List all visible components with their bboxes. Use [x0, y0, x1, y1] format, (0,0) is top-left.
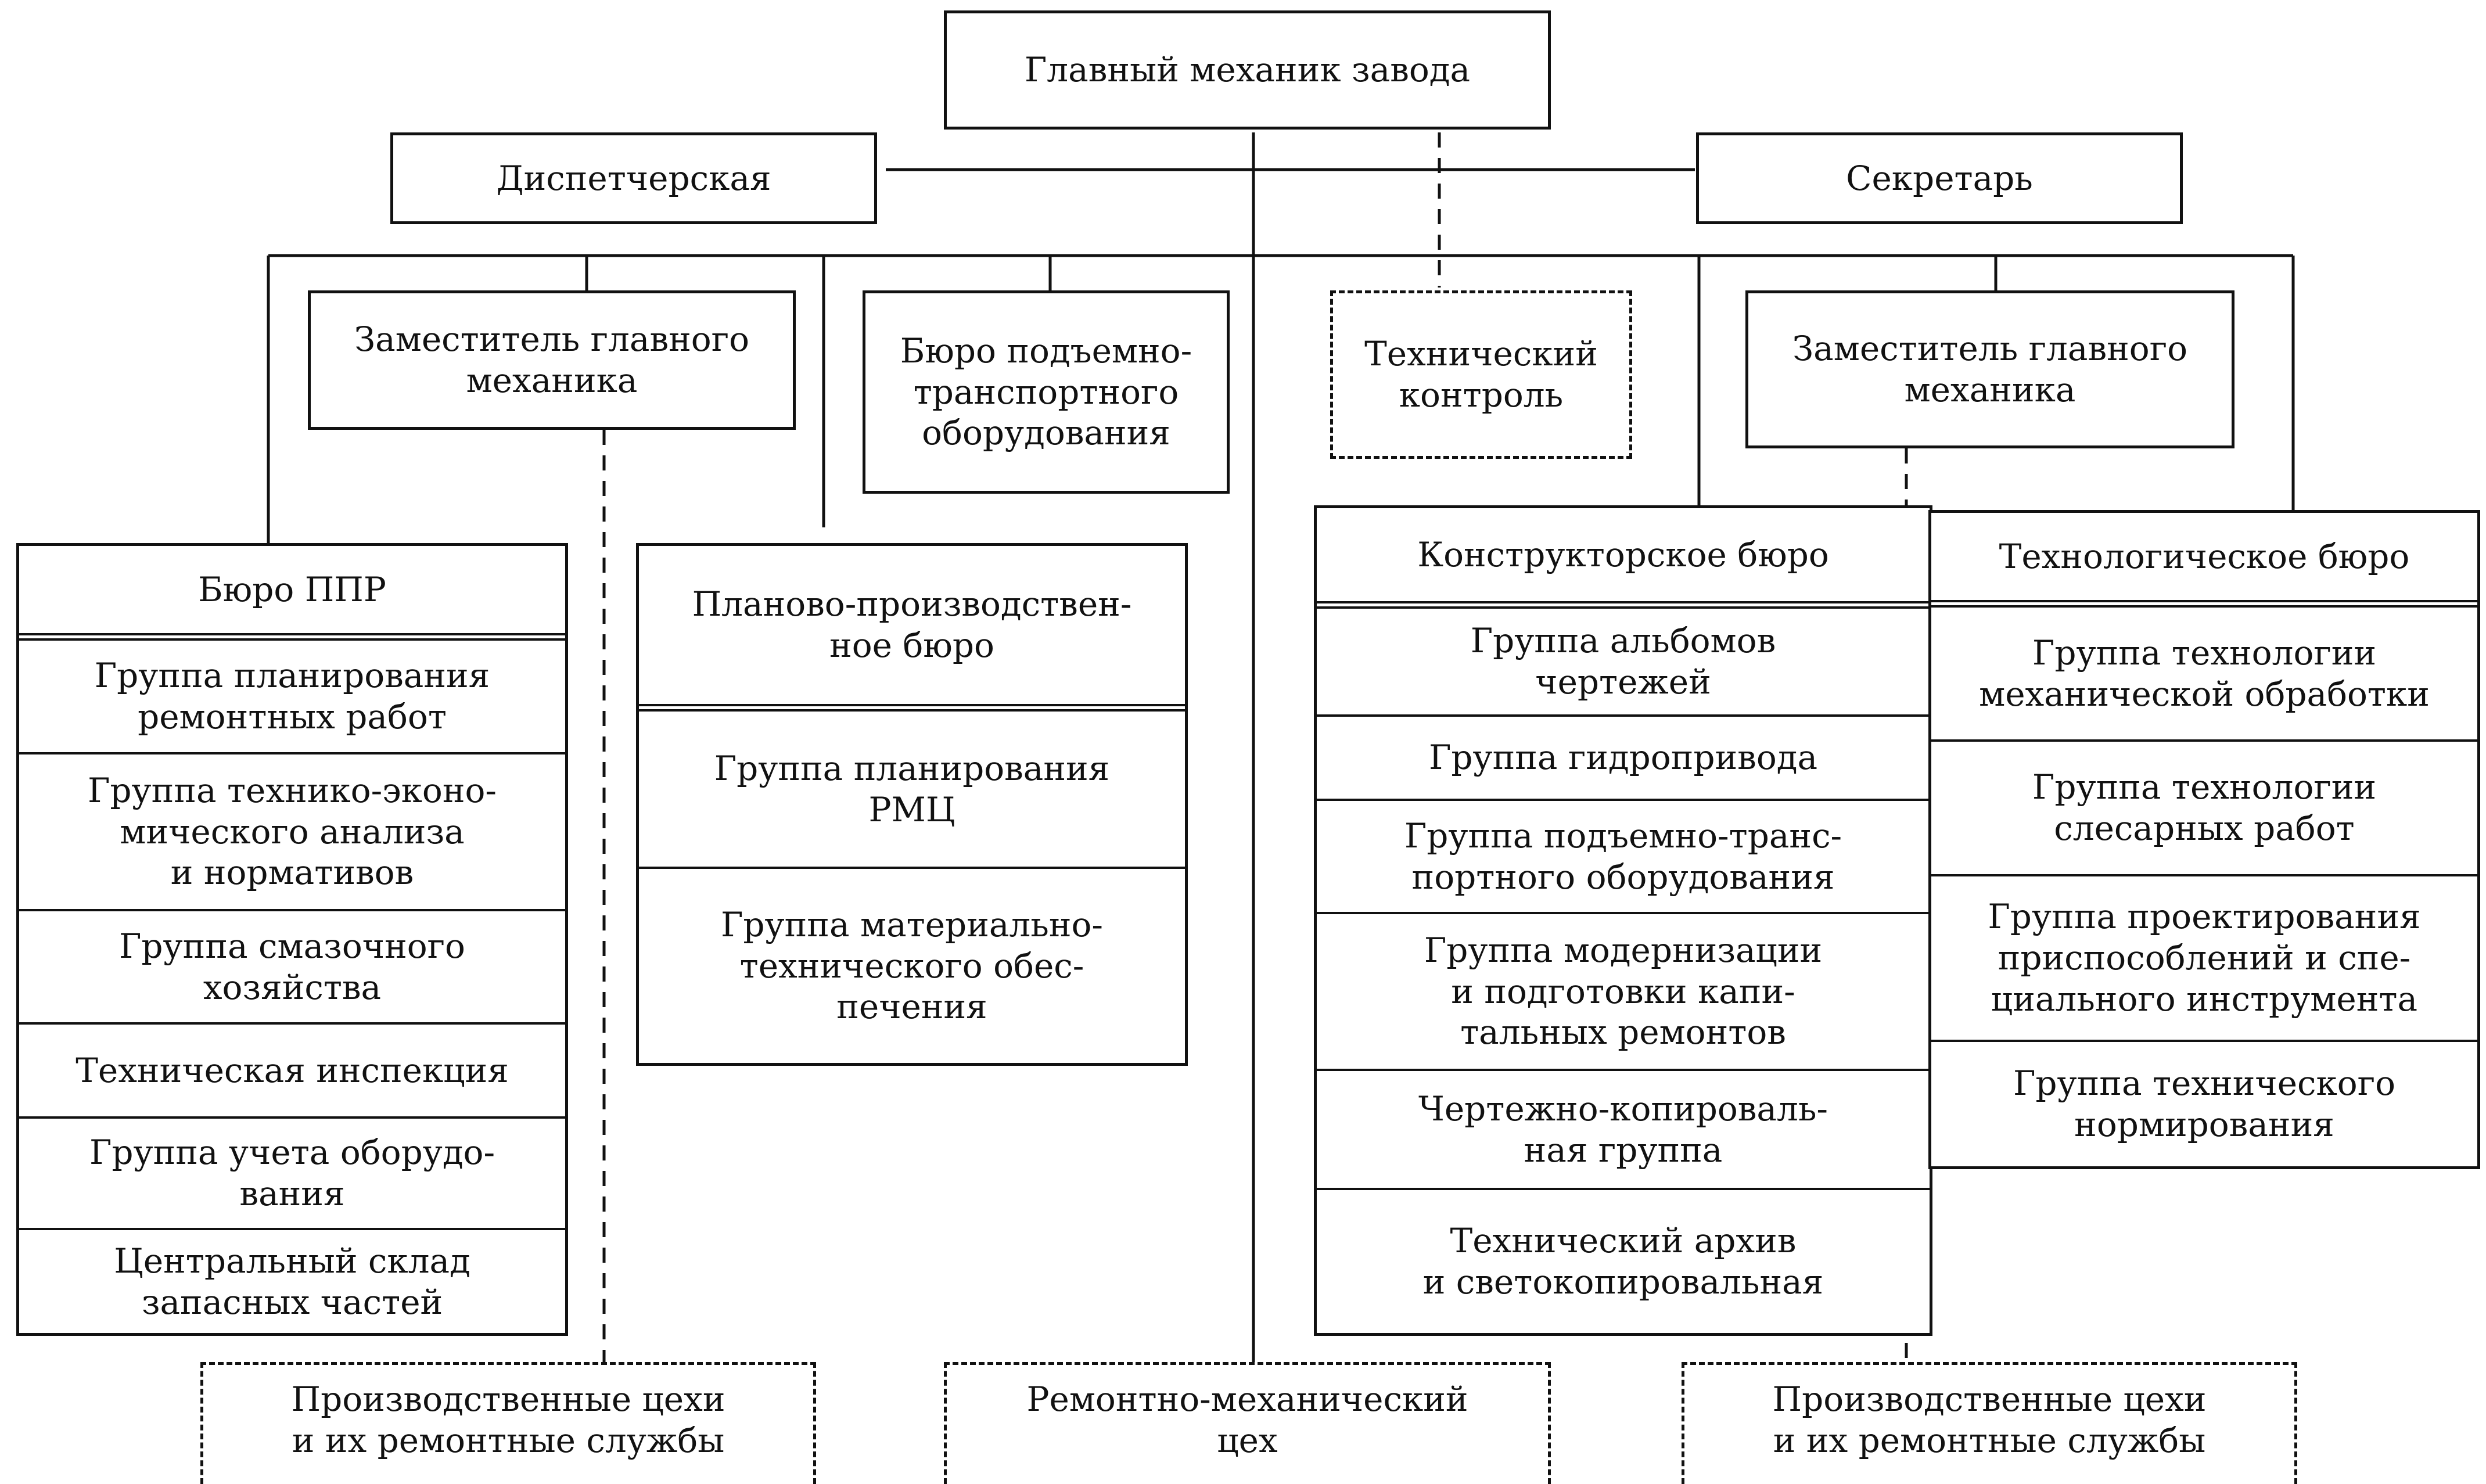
design-item: Группа альбомов чертежей	[1317, 601, 1930, 714]
bureau-lifting-box: Бюро подъемно- транспортного оборудовани…	[863, 290, 1230, 494]
ppr-item: Группа смазочного хозяйства	[19, 909, 565, 1022]
tech-item: Группа проектирования приспособлений и с…	[1931, 874, 2477, 1040]
design-item: Технический архив и светокопировальная	[1317, 1188, 1930, 1333]
tech-control-label: Технический контроль	[1364, 334, 1598, 415]
bottom-center-label: Ремонтно-механический цех	[1026, 1379, 1468, 1460]
bottom-center-box: Ремонтно-механический цех	[944, 1362, 1551, 1484]
deputy-right-box: Заместитель главного механика	[1745, 290, 2234, 448]
dispatch-label: Диспетчерская	[496, 158, 771, 198]
design-item: Группа модернизации и подготовки капи- т…	[1317, 912, 1930, 1069]
tech-item: Группа технологии механической обработки	[1931, 600, 2477, 739]
bureau-lifting-label: Бюро подъемно- транспортного оборудовани…	[900, 330, 1192, 453]
design-bureau-box: Конструкторское бюро Группа альбомов чер…	[1314, 505, 1932, 1336]
tech-bureau-title: Технологическое бюро	[1999, 536, 2410, 576]
bottom-right-box: Производственные цехи и их ремонтные слу…	[1682, 1362, 2297, 1484]
ppr-item: Группа учета оборудо- вания	[19, 1116, 565, 1228]
deputy-left-label: Заместитель главного механика	[354, 319, 749, 400]
secretary-box: Секретарь	[1696, 132, 2183, 224]
planning-bureau-box: Планово-производствен- ное бюро Группа п…	[636, 543, 1188, 1066]
tech-item: Группа технического нормирования	[1931, 1040, 2477, 1166]
ppr-item: Техническая инспекция	[19, 1022, 565, 1116]
planning-item: Группа планирования РМЦ	[639, 704, 1185, 867]
ppr-item: Группа планирования ремонтных работ	[19, 633, 565, 752]
tech-control-box: Технический контроль	[1330, 290, 1632, 459]
secretary-label: Секретарь	[1846, 158, 2033, 198]
deputy-right-label: Заместитель главного механика	[1792, 329, 2187, 409]
bottom-left-label: Производственные цехи и их ремонтные слу…	[291, 1379, 725, 1460]
deputy-left-box: Заместитель главного механика	[308, 290, 796, 430]
ppr-item: Центральный склад запасных частей	[19, 1228, 565, 1333]
ppr-bureau-box: Бюро ППР Группа планирования ремонтных р…	[16, 543, 568, 1336]
ppr-item: Группа технико-эконо- мического анализа …	[19, 752, 565, 909]
planning-bureau-title: Планово-производствен- ное бюро	[692, 584, 1132, 665]
tech-bureau-box: Технологическое бюро Группа технологии м…	[1928, 510, 2480, 1169]
chief-box: Главный механик завода	[944, 10, 1551, 130]
chief-label: Главный механик завода	[1024, 50, 1471, 90]
ppr-bureau-title: Бюро ППР	[198, 569, 386, 609]
bottom-left-box: Производственные цехи и их ремонтные слу…	[200, 1362, 816, 1484]
design-item: Группа гидропривода	[1317, 714, 1930, 799]
dispatch-box: Диспетчерская	[390, 132, 877, 224]
design-item: Группа подъемно-транс- портного оборудов…	[1317, 799, 1930, 912]
design-bureau-title: Конструкторское бюро	[1417, 534, 1829, 574]
planning-item: Группа материально- технического обес- п…	[639, 867, 1185, 1063]
tech-item: Группа технологии слесарных работ	[1931, 739, 2477, 874]
bottom-right-label: Производственные цехи и их ремонтные слу…	[1772, 1379, 2207, 1460]
design-item: Чертежно-копироваль- ная группа	[1317, 1069, 1930, 1188]
